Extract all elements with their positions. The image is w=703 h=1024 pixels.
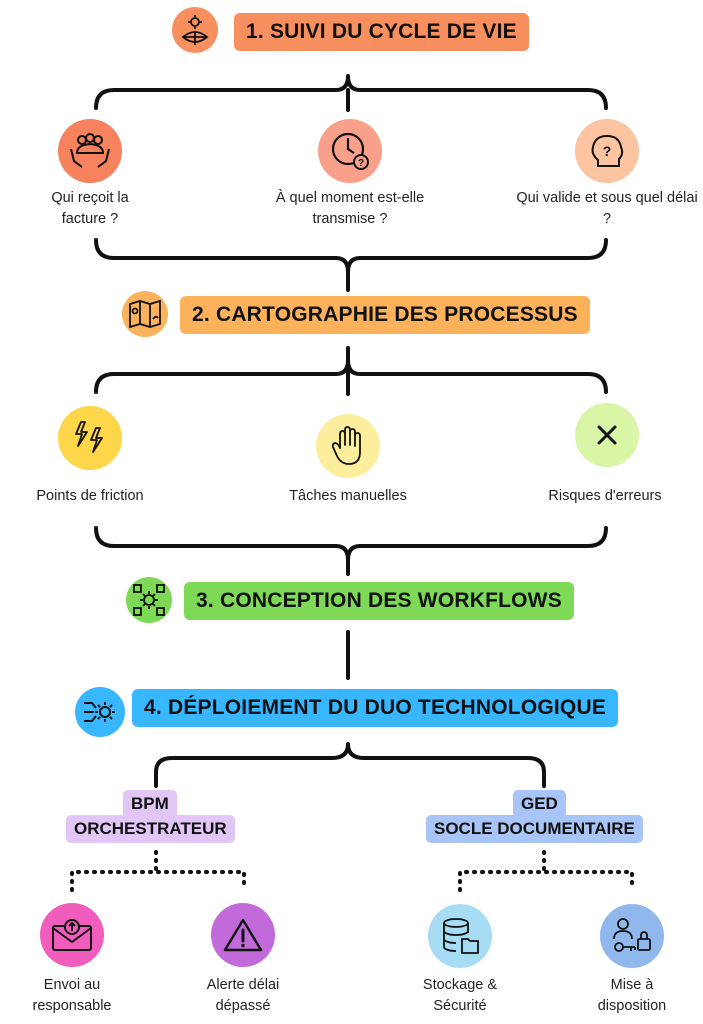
step1-icon xyxy=(172,7,218,53)
clock-question-icon: ? xyxy=(331,132,369,170)
ged-item1-caption: Stockage & Sécurité xyxy=(422,977,498,1014)
circuit-gear-icon xyxy=(84,702,115,722)
map-icon xyxy=(129,299,161,329)
ged-tag: GED xyxy=(513,790,566,818)
cross-icon xyxy=(597,425,617,445)
step3-icon xyxy=(126,577,172,623)
bpm-item1-caption: Envoi au responsable xyxy=(32,977,112,1014)
step1-item2-caption: À quel moment est-elle transmise ? xyxy=(275,190,425,227)
step2-item1-icon xyxy=(58,406,122,470)
step2-item2-icon xyxy=(316,414,380,478)
head-question-icon: ? xyxy=(591,134,624,167)
bpm-subtitle-tag: ORCHESTRATEUR xyxy=(66,815,235,843)
step4-icon xyxy=(75,687,125,737)
bpm-item1-icon xyxy=(40,903,104,967)
step1-item2-icon: ? xyxy=(318,119,382,183)
bpm-item2-icon xyxy=(211,903,275,967)
bpm-item2-caption: Alerte délai dépassé xyxy=(206,977,280,1014)
globe-gear-icon xyxy=(181,15,209,45)
mail-upload-icon xyxy=(52,919,92,951)
step3-title: 3. CONCEPTION DES WORKFLOWS xyxy=(184,582,574,620)
step2-title: 2. CARTOGRAPHIE DES PROCESSUS xyxy=(180,296,590,334)
svg-text:?: ? xyxy=(603,143,612,159)
database-folder-icon xyxy=(443,918,479,954)
step2-item2-caption: Tâches manuelles xyxy=(289,488,407,504)
svg-text:?: ? xyxy=(358,158,364,169)
lightning-icon xyxy=(75,421,103,453)
ged-item2-caption: Mise à disposition xyxy=(597,977,667,1014)
ged-item1-icon xyxy=(428,904,492,968)
step2-item3-icon xyxy=(575,403,639,467)
workflow-gear-icon xyxy=(133,584,165,616)
step1-item3-caption: Qui valide et sous quel délai ? xyxy=(516,190,698,227)
step1-item1-caption: Qui reçoit la facture ? xyxy=(51,190,129,227)
step2-icon xyxy=(122,291,168,337)
hand-icon xyxy=(331,426,361,465)
bpm-tag: BPM xyxy=(123,790,177,818)
step1-title: 1. SUIVI DU CYCLE DE VIE xyxy=(234,13,529,51)
ged-subtitle-tag: SOCLE DOCUMENTAIRE xyxy=(426,815,643,843)
warning-icon xyxy=(223,918,263,952)
step2-item3-caption: Risques d'erreurs xyxy=(548,488,662,504)
step1-item3-icon: ? xyxy=(575,119,639,183)
step2-item1-caption: Points de friction xyxy=(36,488,144,504)
step4-title: 4. DÉPLOIEMENT DU DUO TECHNOLOGIQUE xyxy=(132,689,619,727)
ged-item2-icon xyxy=(600,904,664,968)
step1-item1-icon xyxy=(58,119,122,183)
user-key-lock-icon xyxy=(613,918,651,952)
people-hands-icon xyxy=(70,133,110,168)
